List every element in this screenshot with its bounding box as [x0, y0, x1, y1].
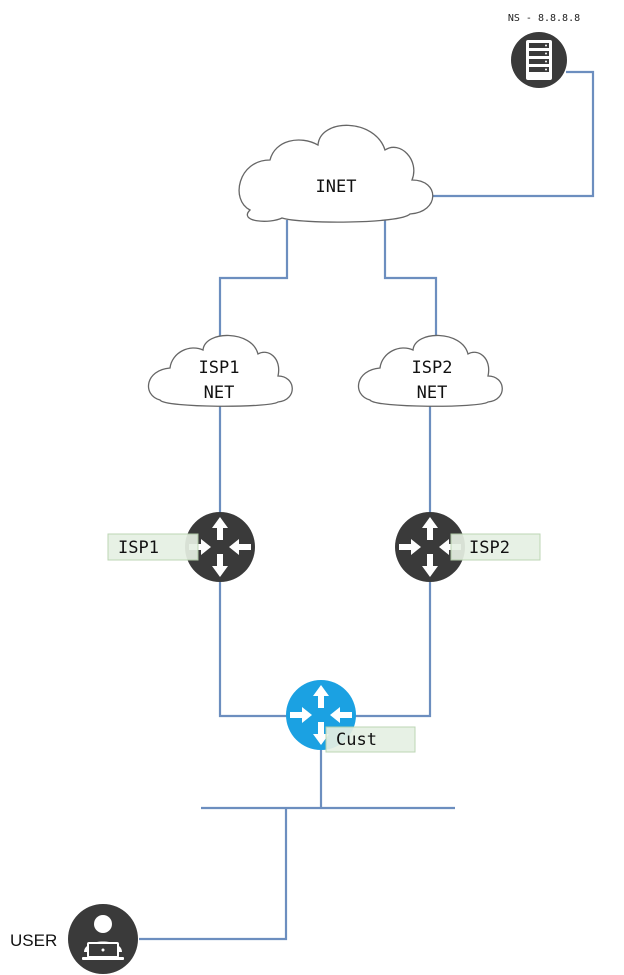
link-inet-isp2net: [383, 220, 438, 345]
nameserver-node[interactable]: NS - 8.8.8.8: [508, 13, 580, 88]
server-icon: [511, 32, 567, 88]
isp1-router-label: ISP1: [118, 538, 159, 558]
user-node[interactable]: USER: [10, 904, 138, 974]
isp2-router-node[interactable]: ISP2: [395, 512, 541, 582]
link-isp2router-cust: [354, 582, 432, 718]
nameserver-label: NS - 8.8.8.8: [508, 13, 580, 24]
isp2-net-label-line1: ISP2: [412, 358, 453, 378]
links: [139, 70, 595, 941]
cust-router-label-bg: [325, 726, 416, 753]
isp1-router-node[interactable]: ISP1: [107, 512, 255, 582]
cust-router-label: Cust: [336, 730, 377, 750]
user-label: USER: [10, 931, 57, 950]
isp2-router-label-bg: [450, 533, 541, 561]
isp1-net-label-line2: NET: [204, 383, 235, 403]
link-inet-isp1net: [218, 220, 289, 350]
isp2-net-node[interactable]: ISP2 NET: [357, 334, 503, 407]
isp1-router-label-bg: [107, 533, 199, 561]
link-lan-user: [139, 808, 288, 941]
cloud-icon: [147, 334, 293, 407]
isp2-router-label: ISP2: [469, 538, 510, 558]
cloud-icon: [357, 334, 503, 407]
inet-label: INET: [316, 177, 357, 197]
cloud-icon: [238, 124, 434, 223]
link-isp1router-cust: [218, 582, 288, 718]
inet-node[interactable]: INET: [238, 124, 434, 223]
user-laptop-icon: [68, 904, 138, 974]
cust-router-node[interactable]: Cust: [286, 680, 416, 753]
isp1-net-node[interactable]: ISP1 NET: [147, 334, 293, 407]
router-icon: [395, 512, 465, 582]
isp1-net-label-line1: ISP1: [199, 358, 240, 378]
router-icon: [185, 512, 255, 582]
isp2-net-label-line2: NET: [417, 383, 448, 403]
link-ns-inet: [432, 70, 595, 198]
